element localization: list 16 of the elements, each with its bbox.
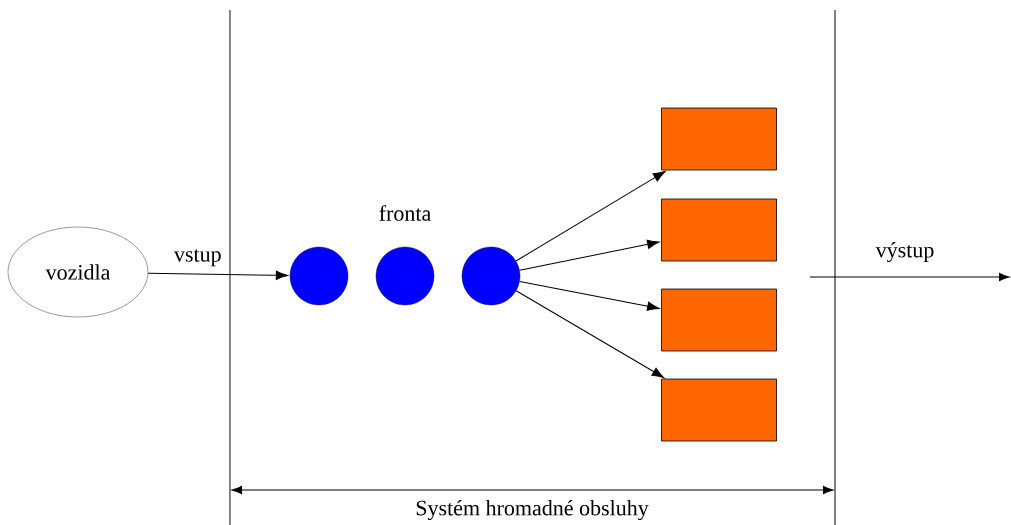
queue-circle [375,246,435,306]
text-label: fronta [379,205,431,221]
arrow [515,290,665,378]
server-box [661,198,777,262]
arrow [519,239,660,271]
text-label: Systém hromadné obsluhy [416,499,649,521]
arrow [147,270,289,280]
arrow [519,281,660,311]
text-label: výstup [875,241,934,263]
queue-circle [461,246,521,306]
queue-circle [289,246,349,306]
arrow [515,171,666,262]
server-box [661,288,777,352]
server-box [661,107,777,171]
edge-label: vstup [173,249,221,267]
server-box [661,378,777,442]
